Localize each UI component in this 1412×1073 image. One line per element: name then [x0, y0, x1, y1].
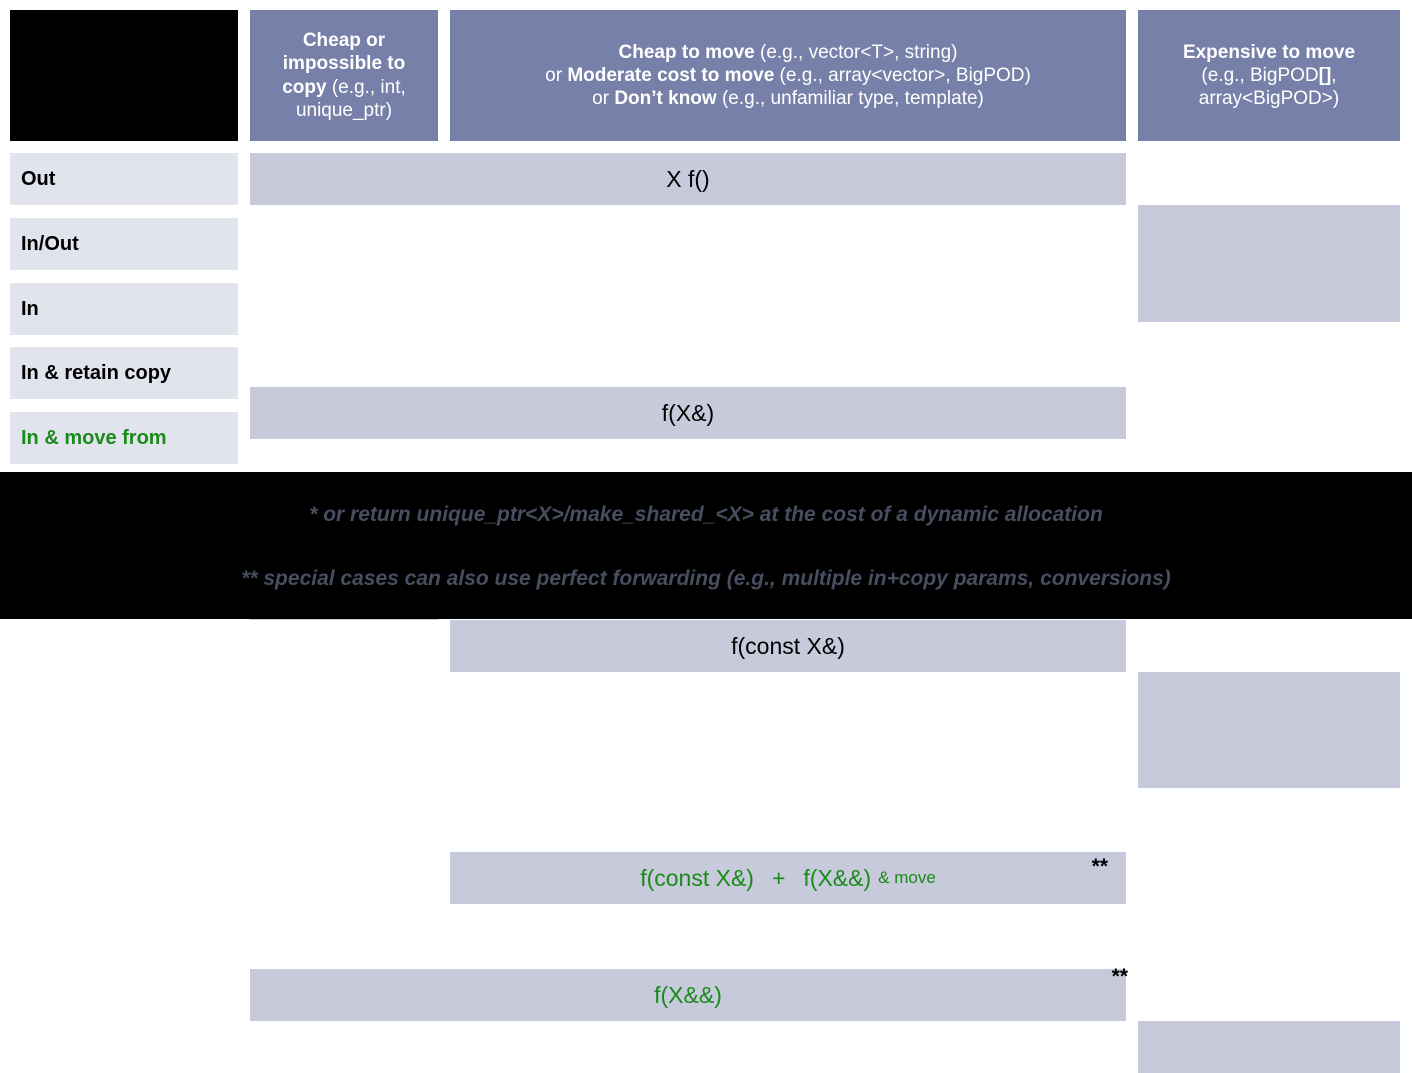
cell-out-main: X f() — [250, 153, 1126, 205]
column-header-cheap-move-label: Cheap to move (e.g., vector<T>, string)o… — [545, 41, 1031, 110]
cell-move-from-signature: f(X&&) — [654, 981, 722, 1008]
row-label-out-text: Out — [21, 167, 56, 190]
cell-expensive-out-inout — [1138, 205, 1400, 322]
column-header-expensive-move: Expensive to move(e.g., BigPOD[],array<B… — [1138, 10, 1400, 141]
cell-expensive-in-retain — [1138, 672, 1400, 788]
row-label-out: Out — [10, 153, 238, 205]
row-label-in-move-from: In & move from — [10, 412, 238, 464]
cell-move-from-main: f(X&&) ** — [250, 965, 1128, 1021]
cell-retain-copy-move-note: & move — [878, 868, 936, 887]
column-header-cheap-copy-label: Cheap or impossible to copy (e.g., int, … — [282, 30, 406, 121]
cell-inout-signature: f(X&) — [661, 399, 715, 426]
row-label-in-move-from-text: In & move from — [21, 426, 167, 449]
cell-retain-copy-signature-const-ref: f(const X&) — [640, 864, 754, 891]
row-label-in-text: In — [21, 297, 39, 320]
cell-inout-main: f(X&) — [250, 387, 1126, 439]
cell-retain-copy-plus: + — [771, 864, 786, 891]
cell-expensive-move-from — [1138, 1021, 1400, 1073]
footnotes-panel: * or return unique_ptr<X>/make_shared_<X… — [0, 472, 1412, 619]
cell-retain-copy: f(const X&) + f(X&&) & move ** — [450, 852, 1126, 904]
cell-move-from-footnote-marker: ** — [1111, 965, 1128, 988]
row-label-in-out-text: In/Out — [21, 232, 79, 255]
corner-block — [10, 10, 238, 141]
cell-retain-copy-footnote-marker: ** — [1091, 855, 1108, 878]
row-label-in-retain-copy: In & retain copy — [10, 347, 238, 399]
cell-retain-copy-signature-rvalue-ref: f(X&&) — [803, 864, 872, 891]
cell-out-signature: X f() — [666, 165, 710, 192]
row-label-in-out: In/Out — [10, 218, 238, 270]
cell-in-move-signature: f(const X&) — [731, 632, 845, 659]
row-label-in: In — [10, 283, 238, 335]
column-header-expensive-move-label: Expensive to move(e.g., BigPOD[],array<B… — [1182, 41, 1356, 110]
row-label-in-retain-copy-text: In & retain copy — [21, 361, 172, 384]
footnote-double-asterisk: ** special cases can also use perfect fo… — [241, 567, 1171, 590]
column-header-cheap-copy: Cheap or impossible to copy (e.g., int, … — [250, 10, 438, 141]
footnote-single-asterisk: * or return unique_ptr<X>/make_shared_<X… — [309, 503, 1103, 526]
parameter-passing-cheat-sheet: Cheap or impossible to copy (e.g., int, … — [0, 10, 1412, 1073]
cell-in-move: f(const X&) — [450, 620, 1126, 672]
column-header-cheap-move: Cheap to move (e.g., vector<T>, string)o… — [450, 10, 1126, 141]
